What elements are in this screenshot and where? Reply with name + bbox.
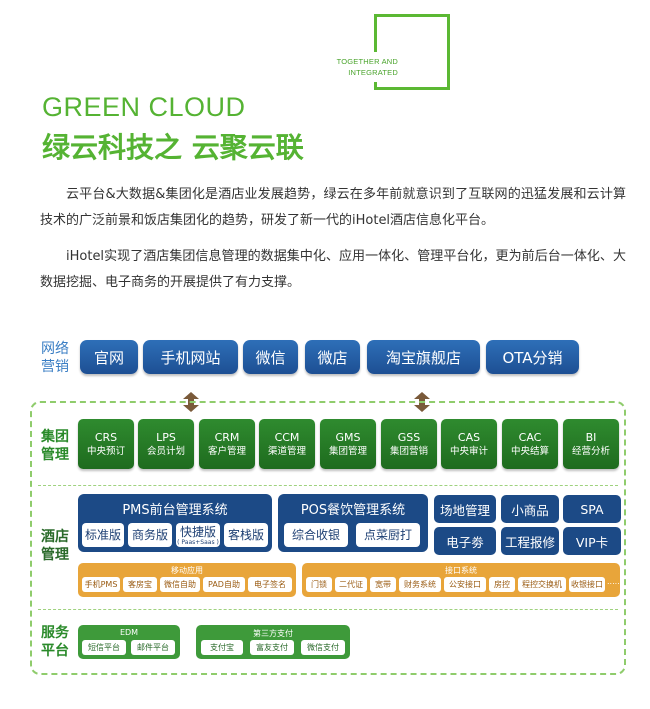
hotel-item-spa: SPA — [563, 495, 621, 523]
pos-panel: POS餐饮管理系统 综合收银 点菜厨打 — [278, 494, 428, 552]
interface-item: 财务系统 — [399, 577, 441, 592]
group-management-label: 集团 管理 — [41, 429, 69, 463]
layer-divider — [38, 485, 618, 486]
interface-systems-title: 接口系统 — [445, 566, 477, 575]
payment-panel: 第三方支付 支付宝 富友支付 微信支付 — [196, 625, 350, 659]
pms-edition-express: 快捷版 ( Paas+Saas ) — [176, 523, 220, 547]
intro-paragraph-2: iHotel实现了酒店集团信息管理的数据集中化、应用一体化、管理平台化，更为前后… — [40, 249, 626, 290]
tag-line-1: TOGETHER AND — [336, 57, 398, 66]
mobile-item: 手机PMS — [82, 577, 120, 592]
interface-item: 门锁 — [306, 577, 332, 592]
mobile-item: PAD自助 — [203, 577, 245, 592]
pms-title: PMS前台管理系统 — [122, 503, 228, 518]
group-item-cac: CAC 中央结算 — [502, 419, 558, 469]
platform-container — [30, 401, 626, 675]
pms-edition-business: 商务版 — [128, 523, 172, 547]
net-item-wechat: 微信 — [243, 340, 298, 374]
group-item-lps: LPS 会员计划 — [138, 419, 194, 469]
group-item-gss: GSS 集团营销 — [381, 419, 437, 469]
mobile-item: 微信自助 — [160, 577, 200, 592]
payment-title: 第三方支付 — [253, 629, 293, 638]
tag-frame-gap — [318, 52, 394, 82]
mobile-apps-panel: 移动应用 手机PMS 客房宝 微信自助 PAD自助 电子签名 — [78, 563, 296, 597]
group-item-crm: CRM 客户管理 — [199, 419, 255, 469]
interface-item: 收银接口 — [569, 577, 605, 592]
network-marketing-label: 网络 营销 — [41, 341, 69, 375]
hotel-item-venue: 场地管理 — [434, 495, 496, 523]
mobile-apps-title: 移动应用 — [171, 566, 203, 575]
net-item-wechat-store: 微店 — [305, 340, 360, 374]
group-item-gms: GMS 集团管理 — [320, 419, 376, 469]
layer-divider — [38, 609, 618, 610]
group-item-ccm: CCM 渠道管理 — [259, 419, 315, 469]
net-item-mobile-site: 手机网站 — [143, 340, 238, 374]
interface-more: ..... — [607, 577, 620, 586]
interface-item: 房控 — [489, 577, 515, 592]
hotel-item-e-voucher: 电子劵 — [434, 527, 496, 555]
net-item-taobao-store: 淘宝旗舰店 — [367, 340, 480, 374]
hotel-item-repair: 工程报修 — [501, 527, 559, 555]
interface-item: 程控交换机 — [518, 577, 566, 592]
group-item-crs: CRS 中央预订 — [78, 419, 134, 469]
payment-item: 支付宝 — [201, 640, 243, 655]
hotel-management-label: 酒店 管理 — [41, 529, 69, 563]
title-en: GREEN CLOUD — [42, 92, 246, 122]
edm-item: 邮件平台 — [131, 640, 175, 655]
pms-edition-standard: 标准版 — [82, 523, 124, 547]
intro-paragraph-1: 云平台&大数据&集团化是酒店业发展趋势，绿云在多年前就意识到了互联网的迅猛发展和… — [40, 187, 626, 228]
payment-item: 富友支付 — [250, 640, 294, 655]
interface-item: 二代证 — [335, 577, 367, 592]
payment-item: 微信支付 — [301, 640, 345, 655]
tag-line-2: INTEGRATED — [348, 68, 398, 77]
net-item-ota: OTA分销 — [486, 340, 579, 374]
edm-item: 短信平台 — [82, 640, 126, 655]
tag-text: TOGETHER AND INTEGRATED — [323, 56, 398, 78]
hotel-item-goods: 小商品 — [501, 495, 559, 523]
edm-title: EDM — [119, 628, 139, 637]
interface-systems-panel: 接口系统 门锁 二代证 宽带 财务系统 公安接口 房控 程控交换机 收银接口 .… — [302, 563, 620, 597]
group-item-bi: BI 经营分析 — [563, 419, 619, 469]
title-cn: 绿云科技之 云聚云联 — [42, 131, 304, 164]
service-platform-label: 服务 平台 — [41, 625, 69, 659]
pos-title: POS餐饮管理系统 — [300, 503, 406, 518]
mobile-item: 客房宝 — [123, 577, 157, 592]
net-item-website: 官网 — [80, 340, 138, 374]
pos-item-kitchen-order: 点菜厨打 — [356, 523, 420, 547]
interface-item: 宽带 — [370, 577, 396, 592]
pms-edition-inn: 客栈版 — [224, 523, 268, 547]
pms-panel: PMS前台管理系统 标准版 商务版 快捷版 ( Paas+Saas ) 客栈版 — [78, 494, 272, 552]
mobile-item: 电子签名 — [248, 577, 292, 592]
edm-panel: EDM 短信平台 邮件平台 — [78, 625, 180, 659]
group-item-cas: CAS 中央审计 — [441, 419, 497, 469]
pos-item-cashier: 综合收银 — [284, 523, 348, 547]
hotel-item-vip-card: VIP卡 — [563, 527, 621, 555]
interface-item: 公安接口 — [444, 577, 486, 592]
